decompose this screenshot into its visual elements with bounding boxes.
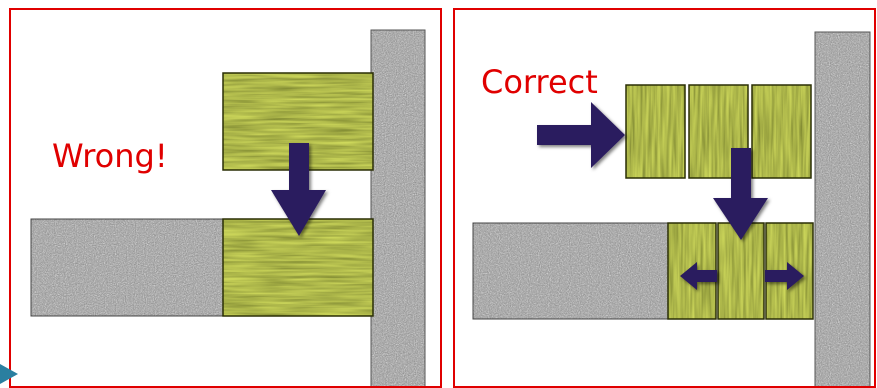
wood-boards-top xyxy=(625,84,812,179)
corner-marker-icon xyxy=(0,364,18,384)
wrong-panel: Wrong! xyxy=(9,8,442,388)
wrong-illustration xyxy=(30,29,426,386)
correct-label: Correct xyxy=(481,63,598,101)
down-arrow-icon xyxy=(713,148,768,240)
left-arrow-icon xyxy=(680,262,717,290)
correct-illustration xyxy=(472,31,871,386)
right-arrow-icon xyxy=(537,102,625,168)
right-arrow-small-icon xyxy=(765,262,804,290)
wood-boards-bottom xyxy=(667,222,814,320)
down-arrow-icon xyxy=(271,143,326,236)
wrong-label: Wrong! xyxy=(52,137,168,175)
correct-panel: Correct xyxy=(453,8,876,388)
